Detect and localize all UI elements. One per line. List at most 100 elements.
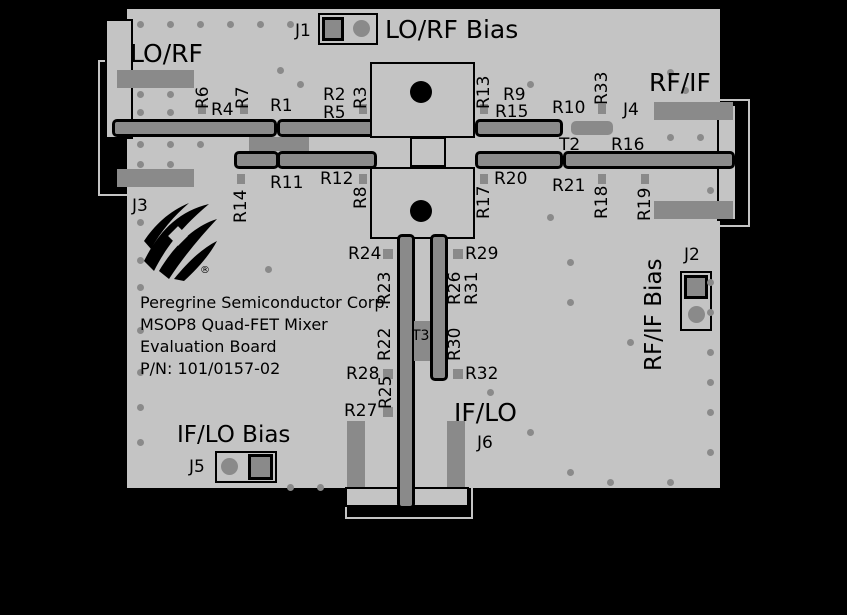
resistor-label-r23: R23 bbox=[375, 271, 395, 305]
via bbox=[707, 449, 714, 456]
via bbox=[137, 219, 144, 226]
resistor-label-r7: R7 bbox=[233, 86, 253, 109]
r19-pad bbox=[641, 174, 649, 184]
resistor-label-r15: R15 bbox=[495, 102, 529, 122]
via bbox=[297, 81, 304, 88]
via bbox=[527, 81, 534, 88]
j2-header[interactable] bbox=[680, 271, 712, 331]
resistor-label-r2: R2 bbox=[323, 85, 346, 105]
r6-pad bbox=[198, 104, 206, 114]
t2-transformer-body bbox=[571, 121, 613, 135]
company-name: Peregrine Semiconductor Corp. bbox=[140, 293, 390, 312]
via bbox=[287, 21, 294, 28]
if-lo-trace-left bbox=[397, 234, 415, 509]
resistor-label-r14: R14 bbox=[231, 189, 251, 223]
bias-label-if-lo: IF/LO Bias bbox=[177, 422, 291, 448]
j5-header[interactable] bbox=[215, 451, 277, 483]
via bbox=[137, 91, 144, 98]
resistor-label-r30: R30 bbox=[445, 327, 465, 361]
via bbox=[707, 349, 714, 356]
r17-pad bbox=[480, 174, 488, 184]
via bbox=[697, 134, 704, 141]
resistor-label-r31: R31 bbox=[462, 271, 482, 305]
r29-pad bbox=[453, 249, 463, 259]
connector-label-j2: J2 bbox=[684, 245, 700, 265]
via bbox=[137, 257, 144, 264]
lo-rf-trace-upper bbox=[112, 119, 277, 137]
via bbox=[137, 439, 144, 446]
j5-pin1-square[interactable] bbox=[248, 454, 273, 480]
r8-pad bbox=[359, 174, 367, 184]
via bbox=[667, 479, 674, 486]
resistor-label-r17: R17 bbox=[474, 185, 494, 219]
via bbox=[137, 284, 144, 291]
connector-label-j1: J1 bbox=[295, 21, 311, 41]
via bbox=[707, 309, 714, 316]
via bbox=[567, 259, 574, 266]
resistor-label-r33: R33 bbox=[592, 71, 612, 105]
port-label-if-lo: IF/LO bbox=[454, 398, 517, 427]
via bbox=[682, 87, 689, 94]
via bbox=[527, 429, 534, 436]
via bbox=[197, 21, 204, 28]
via bbox=[265, 266, 272, 273]
via bbox=[137, 327, 144, 334]
via bbox=[167, 91, 174, 98]
t1-transformer-body bbox=[249, 137, 309, 151]
via bbox=[137, 369, 144, 376]
j1-header[interactable] bbox=[318, 13, 378, 45]
r7-pad bbox=[240, 104, 248, 114]
via bbox=[277, 67, 284, 74]
r28-pad bbox=[383, 369, 393, 379]
port-label-rf-if: RF/IF bbox=[649, 68, 711, 97]
r33-pad bbox=[598, 104, 606, 114]
resistor-label-r5: R5 bbox=[323, 103, 346, 123]
j5-pin2-round[interactable] bbox=[221, 458, 238, 475]
resistor-label-r18: R18 bbox=[592, 185, 612, 219]
j2-pin2-round[interactable] bbox=[688, 306, 705, 323]
via bbox=[627, 339, 634, 346]
if-lo-trace-right bbox=[430, 234, 448, 381]
j1-pin2-round[interactable] bbox=[353, 20, 370, 37]
resistor-label-r28: R28 bbox=[346, 364, 380, 384]
bias-label-lo-rf: LO/RF Bias bbox=[385, 15, 519, 44]
mounting-hole-top bbox=[410, 81, 432, 103]
r18-pad bbox=[598, 174, 606, 184]
resistor-label-r1: R1 bbox=[270, 96, 293, 116]
j2-pin1-square[interactable] bbox=[684, 275, 708, 299]
registered-mark: ® bbox=[200, 265, 210, 276]
r13-pad bbox=[480, 104, 488, 114]
via bbox=[487, 389, 494, 396]
via bbox=[287, 484, 294, 491]
via bbox=[567, 469, 574, 476]
resistor-label-r21: R21 bbox=[552, 176, 586, 196]
via bbox=[707, 409, 714, 416]
bias-label-rf-if: RF/IF Bias bbox=[641, 258, 667, 371]
via bbox=[567, 299, 574, 306]
resistor-label-r27: R27 bbox=[344, 401, 378, 421]
resistor-label-r4: R4 bbox=[211, 100, 234, 120]
via bbox=[667, 69, 674, 76]
resistor-label-r24: R24 bbox=[348, 244, 382, 264]
mounting-hole-bottom bbox=[410, 200, 432, 222]
j1-pin1-square[interactable] bbox=[322, 17, 344, 41]
via bbox=[607, 479, 614, 486]
part-number: P/N: 101/0157-02 bbox=[140, 359, 281, 378]
r32-pad bbox=[453, 369, 463, 379]
j4-ground-pad-bottom bbox=[654, 201, 733, 219]
transformer-label-t2: T2 bbox=[559, 135, 581, 155]
via bbox=[667, 134, 674, 141]
rf-if-trace-lower bbox=[475, 151, 563, 169]
peregrine-logo-icon bbox=[144, 203, 217, 281]
r27-pad bbox=[383, 407, 393, 417]
rf-if-trace-main bbox=[563, 151, 735, 169]
rf-if-trace-upper bbox=[475, 119, 563, 137]
resistor-label-r16: R16 bbox=[611, 135, 645, 155]
j6-ground-pad-left bbox=[347, 421, 365, 503]
resistor-label-r6: R6 bbox=[193, 86, 213, 109]
via bbox=[197, 141, 204, 148]
resistor-label-r11: R11 bbox=[270, 173, 304, 193]
resistor-label-r32: R32 bbox=[465, 364, 499, 384]
lo-rf-trace-lower bbox=[234, 151, 279, 169]
via bbox=[137, 161, 144, 168]
